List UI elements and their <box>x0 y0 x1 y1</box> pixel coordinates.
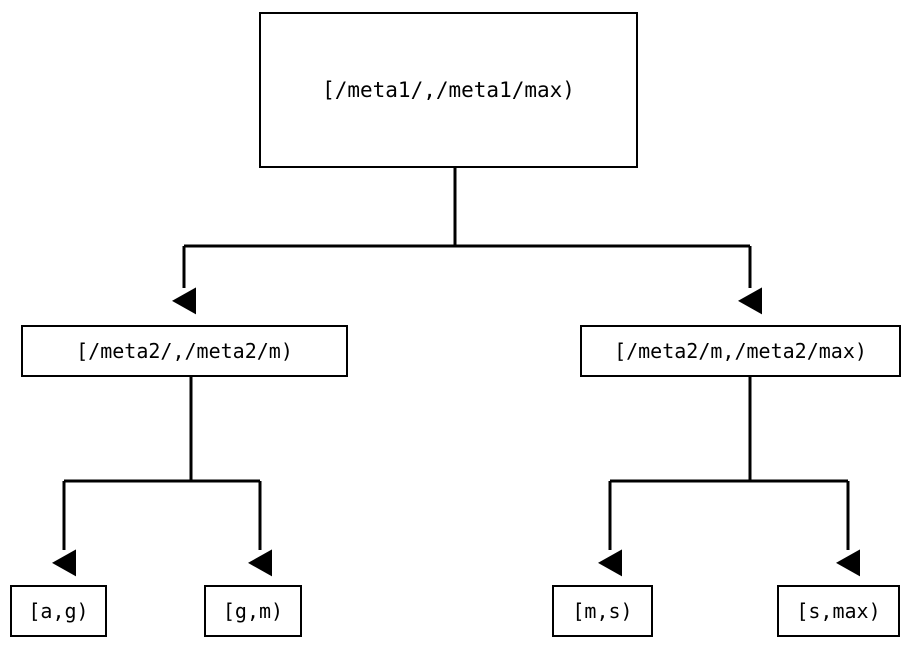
tree-node-leaf-g-m-label: [g,m) <box>222 599 284 623</box>
tree-node-leaf-a-g-label: [a,g) <box>28 599 89 623</box>
tree-node-leaf-m-s-label: [m,s) <box>572 599 633 623</box>
edge-root-to-mid-level <box>172 168 762 315</box>
tree-node-leaf-a-g[interactable]: [a,g) <box>10 585 107 637</box>
tree-node-mid-right-label: [/meta2/m,/meta2/max) <box>614 339 867 363</box>
tree-node-leaf-s-max-label: [s,max) <box>796 599 881 623</box>
edge-mid-left-to-leaves <box>52 377 272 577</box>
edge-mid-right-to-leaves <box>598 377 860 577</box>
tree-node-mid-left-label: [/meta2/,/meta2/m) <box>76 339 293 363</box>
tree-node-leaf-s-max[interactable]: [s,max) <box>777 585 900 637</box>
tree-node-leaf-m-s[interactable]: [m,s) <box>552 585 653 637</box>
tree-node-mid-left[interactable]: [/meta2/,/meta2/m) <box>21 325 348 377</box>
tree-node-mid-right[interactable]: [/meta2/m,/meta2/max) <box>580 325 901 377</box>
tree-node-root[interactable]: [/meta1/,/meta1/max) <box>259 12 638 168</box>
tree-node-leaf-g-m[interactable]: [g,m) <box>204 585 302 637</box>
tree-node-root-label: [/meta1/,/meta1/max) <box>322 77 575 102</box>
